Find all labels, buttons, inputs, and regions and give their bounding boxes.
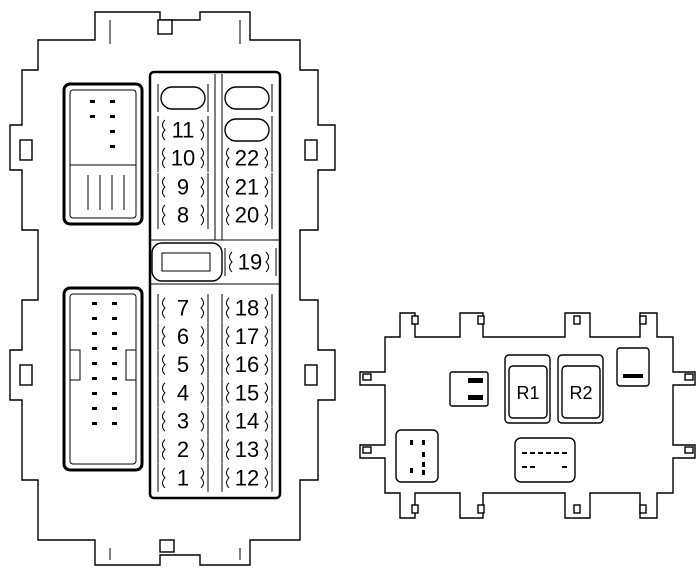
- fuse-number: 22: [235, 146, 259, 171]
- fuse-19: 19: [224, 248, 277, 276]
- fuse-9: 9: [157, 173, 209, 201]
- fuse-1: 1: [157, 463, 209, 492]
- latch-tab: [159, 539, 175, 553]
- fuse-22: 22: [221, 144, 273, 172]
- fuse-8: 8: [157, 201, 209, 229]
- connector: [449, 371, 489, 407]
- fuse-number: 8: [177, 203, 189, 228]
- fuse-number: 15: [235, 380, 259, 405]
- latch-tab: [19, 364, 33, 386]
- fuse-6: 6: [157, 322, 209, 351]
- fuse-number: 20: [235, 203, 259, 228]
- fuse-16: 16: [221, 350, 273, 379]
- relay-label: R2: [569, 383, 592, 403]
- fuse-10: 10: [157, 144, 209, 172]
- fuse-20: 20: [221, 201, 273, 229]
- fuse-5: 5: [157, 350, 209, 379]
- fuse-number: 13: [235, 437, 259, 462]
- fuse-number: 2: [177, 437, 189, 462]
- latch-tab: [19, 139, 33, 161]
- fuse-number: 4: [177, 380, 189, 405]
- fuse-18: 18: [221, 294, 273, 322]
- fuse-17: 17: [221, 322, 273, 351]
- fuse-7: 7: [157, 294, 209, 322]
- fuse-2: 2: [157, 435, 209, 464]
- fuse-number: 18: [235, 296, 259, 321]
- fuse-21: 21: [221, 173, 273, 201]
- spare-fuse-slot: [221, 84, 273, 112]
- connector: [514, 437, 576, 483]
- relay-label: R1: [516, 383, 539, 403]
- fuse-number: 3: [177, 409, 189, 434]
- fuse-14: 14: [221, 407, 273, 436]
- fuse-number: 6: [177, 324, 189, 349]
- latch-tab: [304, 139, 318, 161]
- fuse-number: 14: [235, 409, 259, 434]
- fuse-13: 13: [221, 435, 273, 464]
- connector: [616, 347, 650, 387]
- relay-r1: R1: [504, 354, 551, 424]
- latch-tab: [157, 19, 173, 35]
- fuse-12: 12: [221, 463, 273, 492]
- connector-bottom-left: [62, 286, 144, 472]
- latch-tab: [304, 364, 318, 386]
- fuse-11: 11: [157, 116, 209, 144]
- fuse-number: 19: [238, 250, 262, 275]
- fuse-4: 4: [157, 378, 209, 407]
- fuse-number: 12: [235, 465, 259, 490]
- fuse-15: 15: [221, 378, 273, 407]
- fuse-number: 7: [177, 296, 189, 321]
- fuse-number: 21: [235, 175, 259, 200]
- fuse-number: 9: [177, 175, 189, 200]
- fuse-number: 11: [172, 118, 195, 143]
- fuse-number: 16: [235, 352, 259, 377]
- connector: [395, 429, 439, 483]
- spare-fuse-slot: [157, 84, 209, 112]
- fuse-3: 3: [157, 407, 209, 436]
- spare-fuse-slot: [221, 116, 273, 144]
- fuse-number: 10: [171, 146, 195, 171]
- fuse-number: 17: [235, 324, 259, 349]
- relay-box: R1 R2: [359, 312, 696, 519]
- fuse-number: 5: [177, 352, 189, 377]
- fuse-number: 1: [177, 465, 189, 490]
- connector-top-left: [62, 82, 144, 226]
- relay-r2: R2: [557, 354, 604, 424]
